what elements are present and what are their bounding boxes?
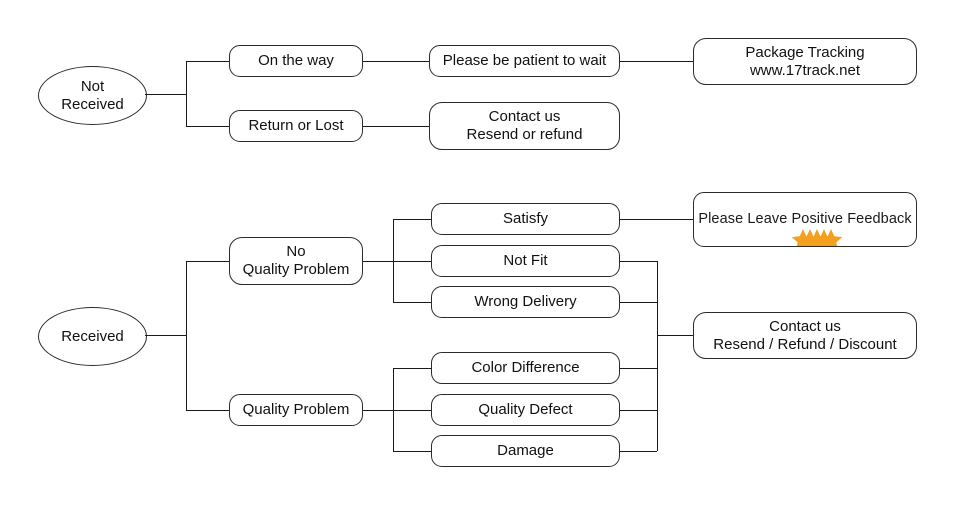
node-color-difference[interactable]: Color Difference xyxy=(431,352,620,384)
node-contact-resend-refund[interactable]: Contact us Resend or refund xyxy=(429,102,620,150)
connector-collector-to-contact xyxy=(657,335,693,336)
connector-quality-to-trunk xyxy=(363,410,393,411)
connector-to-not-fit xyxy=(393,261,431,262)
node-damage[interactable]: Damage xyxy=(431,435,620,467)
node-satisfy[interactable]: Satisfy xyxy=(431,203,620,235)
connector-to-return-or-lost xyxy=(186,126,229,127)
connector-wait-to-tracking xyxy=(620,61,693,62)
node-contact-resend-refund-discount[interactable]: Contact us Resend / Refund / Discount xyxy=(693,312,917,359)
connector-received-stem xyxy=(145,335,186,336)
node-quality-defect[interactable]: Quality Defect xyxy=(431,394,620,426)
connector-to-wrong-delivery xyxy=(393,302,431,303)
feedback-inner-panel: Please Leave Positive Feedback xyxy=(698,198,912,246)
connector-received-trunk xyxy=(186,261,187,410)
connector-return-to-contact xyxy=(363,126,429,127)
connector-wrong-delivery-to-collector xyxy=(620,302,657,303)
connector-to-no-quality-problem xyxy=(186,261,229,262)
connector-satisfy-to-feedback xyxy=(620,219,693,220)
connector-not-received-stem xyxy=(145,94,186,95)
node-wrong-delivery[interactable]: Wrong Delivery xyxy=(431,286,620,318)
node-not-fit[interactable]: Not Fit xyxy=(431,245,620,277)
connector-to-damage xyxy=(393,451,431,452)
connector-not-fit-to-collector xyxy=(620,261,657,262)
node-not-received[interactable]: Not Received xyxy=(38,66,147,125)
connector-no-quality-to-trunk xyxy=(363,261,393,262)
node-on-the-way[interactable]: On the way xyxy=(229,45,363,77)
node-quality-problem[interactable]: Quality Problem xyxy=(229,394,363,426)
connector-issue-collector-trunk xyxy=(657,261,658,451)
connector-to-satisfy xyxy=(393,219,431,220)
connector-to-on-the-way xyxy=(186,61,229,62)
connector-to-quality-problem xyxy=(186,410,229,411)
connector-to-color-difference xyxy=(393,368,431,369)
node-no-quality-problem[interactable]: No Quality Problem xyxy=(229,237,363,285)
connector-quality-fanout-trunk xyxy=(393,368,394,451)
feedback-label: Please Leave Positive Feedback xyxy=(698,211,912,227)
node-package-tracking[interactable]: Package Tracking www.17track.net xyxy=(693,38,917,85)
connector-damage-to-collector xyxy=(620,451,657,452)
node-received[interactable]: Received xyxy=(38,307,147,366)
node-positive-feedback[interactable]: Please Leave Positive Feedback xyxy=(693,192,917,247)
connector-no-quality-fanout-trunk xyxy=(393,219,394,302)
connector-on-the-way-to-wait xyxy=(363,61,429,62)
connector-color-difference-to-collector xyxy=(620,368,657,369)
node-return-or-lost[interactable]: Return or Lost xyxy=(229,110,363,142)
node-please-be-patient[interactable]: Please be patient to wait xyxy=(429,45,620,77)
connector-to-quality-defect xyxy=(393,410,431,411)
connector-quality-defect-to-collector xyxy=(620,410,657,411)
connector-not-received-trunk xyxy=(186,61,187,126)
